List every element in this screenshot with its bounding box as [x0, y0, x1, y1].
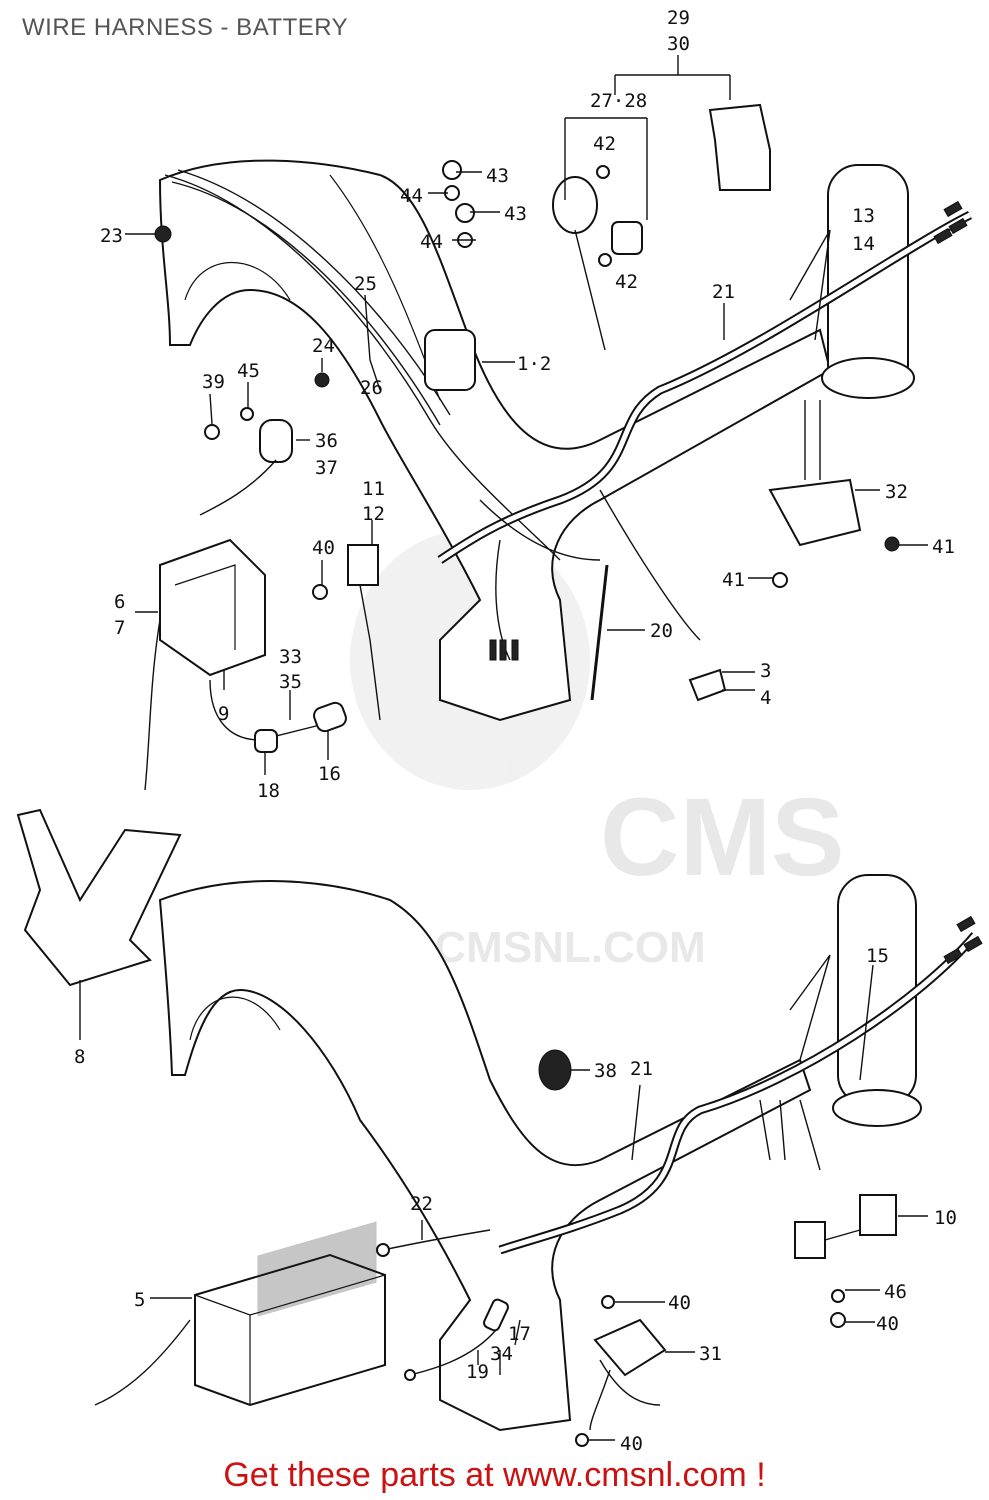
callout-4: 4 — [760, 687, 771, 709]
callout-7: 7 — [114, 617, 125, 639]
callout-42a: 42 — [593, 133, 616, 155]
harness-connectors — [489, 200, 968, 661]
callout-32: 32 — [885, 481, 908, 503]
key-switch — [552, 176, 598, 234]
callout-17: 17 — [508, 1323, 531, 1345]
callout-41b: 41 — [722, 569, 745, 591]
condenser — [259, 419, 293, 463]
callout-33: 33 — [279, 646, 302, 668]
callout-36: 36 — [315, 430, 338, 452]
callout-10: 10 — [934, 1207, 957, 1229]
regulator — [159, 538, 266, 677]
callout-26: 26 — [360, 377, 383, 399]
callout-6: 6 — [114, 591, 125, 613]
ignition-coil — [424, 329, 476, 391]
callout-19: 19 — [466, 1361, 489, 1383]
callout-42b: 42 — [615, 271, 638, 293]
callout-18: 18 — [257, 780, 280, 802]
callout-44b: 44 — [420, 231, 443, 253]
callout-20: 20 — [650, 620, 673, 642]
callout-23: 23 — [100, 225, 123, 247]
callout-31: 31 — [699, 1343, 722, 1365]
callout-43a: 43 — [486, 165, 509, 187]
callout-11: 11 — [362, 478, 385, 500]
callout-25: 25 — [354, 273, 377, 295]
callout-34: 34 — [490, 1343, 513, 1365]
main-fuse — [483, 1298, 509, 1332]
callout-22: 22 — [410, 1193, 433, 1215]
fuse-cap — [254, 729, 278, 753]
relay — [593, 1318, 667, 1377]
upper-frame — [158, 159, 832, 722]
stop-switch — [347, 544, 379, 586]
dimmer-switch — [859, 1194, 897, 1236]
callout-21a: 21 — [712, 281, 735, 303]
callout-38: 38 — [594, 1060, 617, 1082]
callout-41a: 41 — [932, 536, 955, 558]
callout-29: 29 — [667, 7, 690, 29]
grommet — [538, 1049, 572, 1091]
callout-14: 14 — [852, 233, 875, 255]
callout-46: 46 — [884, 1281, 907, 1303]
page-title: WIRE HARNESS - BATTERY — [22, 14, 349, 41]
callout-16: 16 — [318, 763, 341, 785]
callout-13: 13 — [852, 205, 875, 227]
callout-15: 15 — [866, 945, 889, 967]
fuse-holder — [313, 701, 347, 733]
callout-37: 37 — [315, 457, 338, 479]
callout-40c: 40 — [876, 1313, 899, 1335]
steering-tube-lower — [837, 874, 917, 1106]
callout-9: 9 — [218, 703, 229, 725]
callout-40d: 40 — [620, 1433, 643, 1455]
callout-21b: 21 — [630, 1058, 653, 1080]
callout-40b: 40 — [668, 1292, 691, 1314]
upper-frame-assembly — [144, 103, 973, 791]
callout-24: 24 — [312, 335, 335, 357]
lower-frame — [158, 880, 812, 1432]
callout-35: 35 — [279, 671, 302, 693]
callout-40a: 40 — [312, 537, 335, 559]
rectifier — [768, 478, 862, 547]
lower-connectors — [943, 915, 983, 965]
fasteners-lower — [575, 1289, 846, 1447]
callout-44a: 44 — [400, 185, 423, 207]
callout-1-2: 1·2 — [517, 353, 551, 375]
callout-30: 30 — [667, 33, 690, 55]
watermark-brand: CMS — [600, 776, 844, 899]
callout-8: 8 — [74, 1046, 85, 1068]
callout-43b: 43 — [504, 203, 527, 225]
battery — [194, 1253, 386, 1407]
callout-39: 39 — [202, 371, 225, 393]
battery-holder — [16, 808, 182, 987]
leader-lines — [79, 55, 928, 1441]
callout-12: 12 — [362, 503, 385, 525]
callout-5: 5 — [134, 1289, 145, 1311]
lock-set — [708, 103, 771, 191]
callout-3: 3 — [760, 660, 771, 682]
callouts: 29 30 27·28 42 42 43 43 44 44 23 13 14 2… — [74, 7, 957, 1455]
fasteners-upper — [154, 160, 900, 600]
footer-parts-link[interactable]: Get these parts at www.cmsnl.com ! — [223, 1456, 766, 1494]
callout-45: 45 — [237, 360, 260, 382]
callout-27-28: 27·28 — [590, 90, 647, 112]
lower-frame-assembly — [16, 808, 983, 1447]
switch-body — [794, 1221, 826, 1259]
terminal-plug — [688, 668, 727, 702]
